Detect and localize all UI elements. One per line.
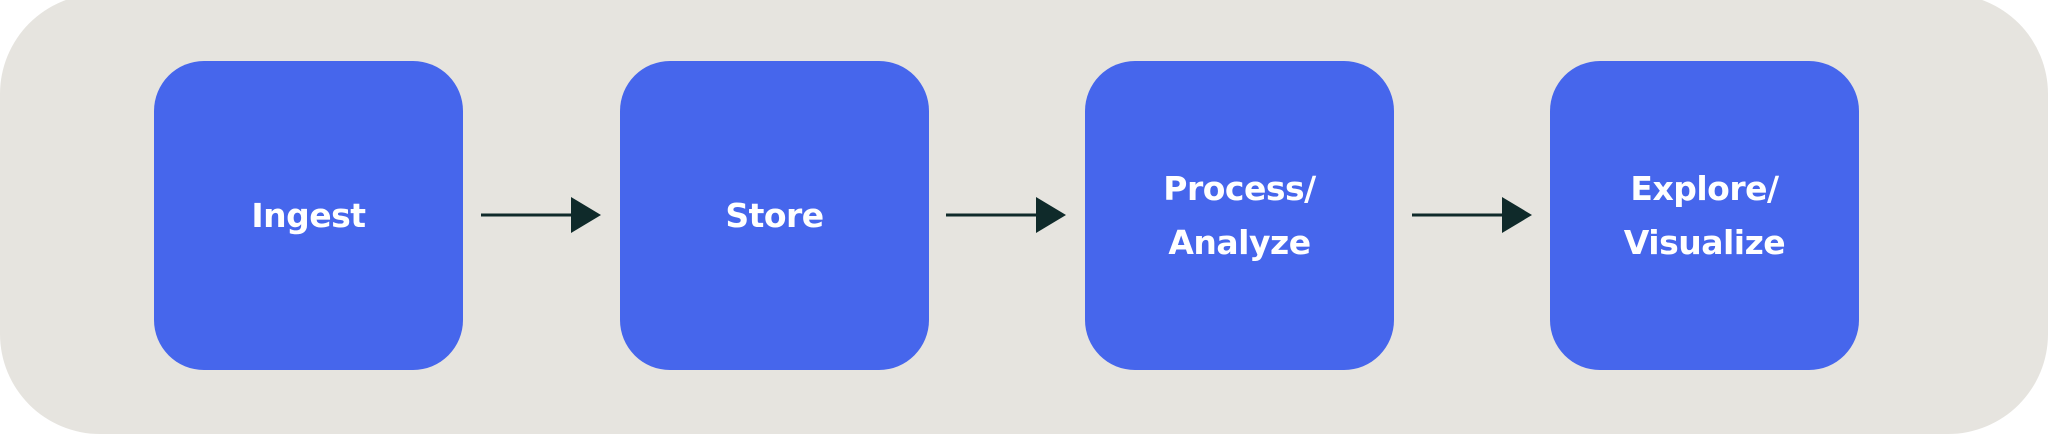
arrow-ingest-to-store [481, 197, 601, 233]
step-process-analyze: Process/ Analyze [1085, 61, 1394, 370]
arrow-store-to-process [946, 197, 1066, 233]
step-store-label: Store [725, 195, 824, 235]
arrow-process-to-explore [1412, 197, 1532, 233]
step-explore-visualize-label: Explore/ Visualize [1623, 168, 1786, 262]
step-ingest: Ingest [154, 61, 463, 370]
step-process-analyze-label: Process/ Analyze [1163, 168, 1316, 262]
step-store: Store [620, 61, 929, 370]
step-ingest-label: Ingest [251, 195, 366, 235]
step-explore-visualize: Explore/ Visualize [1550, 61, 1859, 370]
